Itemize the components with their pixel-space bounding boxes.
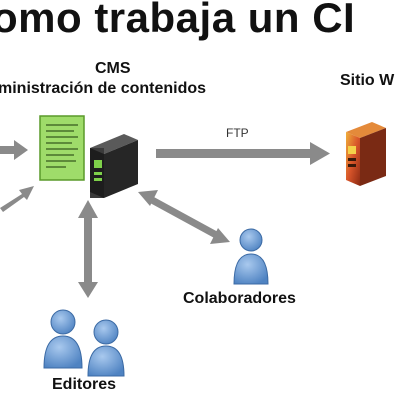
editores-label: Editores bbox=[52, 376, 117, 393]
page-title: omo trabaja un CI bbox=[0, 0, 356, 41]
editores-arrow bbox=[78, 200, 98, 298]
arrow-left-lower bbox=[0, 186, 34, 212]
user-icon bbox=[43, 309, 83, 369]
arrow-left-upper bbox=[0, 140, 28, 160]
user-icon bbox=[233, 228, 269, 285]
colaboradores-label: Colaboradores bbox=[183, 290, 296, 307]
cms-label: CMS bbox=[95, 60, 131, 77]
user-icon bbox=[87, 319, 125, 377]
document-icon bbox=[39, 115, 85, 181]
ftp-arrow bbox=[156, 142, 330, 165]
web-server-icon bbox=[346, 122, 386, 186]
colaboradores-arrow bbox=[138, 190, 230, 244]
cms-sublabel: ministración de contenidos bbox=[0, 80, 207, 97]
site-label: Sitio W bbox=[340, 72, 395, 89]
ftp-label: FTP bbox=[226, 126, 249, 140]
server-icon bbox=[90, 134, 138, 198]
